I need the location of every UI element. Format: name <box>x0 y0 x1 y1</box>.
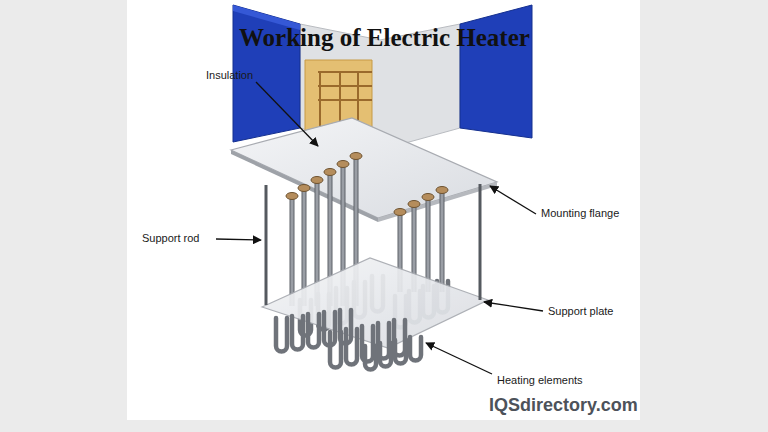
terminal-cap <box>298 185 310 192</box>
heater-rod <box>290 196 295 306</box>
watermark: IQSdirectory.com <box>489 395 638 416</box>
housing <box>233 5 532 150</box>
heating-element-loop <box>292 316 303 350</box>
part-label: Support rod <box>142 232 199 244</box>
heating-element-loop <box>276 318 287 352</box>
support-rod <box>479 184 482 300</box>
part-label: Mounting flange <box>541 207 619 219</box>
heating-element-loops <box>276 310 421 370</box>
heating-element-loop <box>410 337 421 361</box>
diagram-title: Working of Electric Heater <box>239 24 530 52</box>
heating-element-loop <box>365 346 376 370</box>
part-label: Heating elements <box>497 374 583 386</box>
terminal-cap <box>324 169 336 176</box>
mounting-flange <box>231 118 497 218</box>
leader-arrow <box>256 82 318 146</box>
heating-element-loop <box>380 343 391 367</box>
terminal-cap <box>286 193 298 200</box>
terminal-cap <box>422 194 434 201</box>
leader-arrow <box>490 186 536 214</box>
leader-arrow <box>484 302 543 311</box>
heating-element-loop <box>395 340 406 364</box>
terminal-cap <box>394 209 406 216</box>
terminal-cap <box>436 187 448 194</box>
leader-arrow <box>216 239 261 240</box>
leader-arrow <box>426 343 492 374</box>
heating-element-loop <box>346 329 357 365</box>
heating-element-loop <box>308 314 319 348</box>
terminal-cap <box>337 161 349 168</box>
heating-element-loop <box>330 332 341 368</box>
heater-rod <box>440 190 445 292</box>
terminal-cap <box>408 201 420 208</box>
part-label: Support plate <box>548 305 613 317</box>
support-rod <box>265 185 268 305</box>
part-label: Insulation <box>206 69 253 81</box>
terminal-cap <box>350 153 362 160</box>
leader-lines <box>216 82 543 374</box>
terminal-cap <box>311 177 323 184</box>
